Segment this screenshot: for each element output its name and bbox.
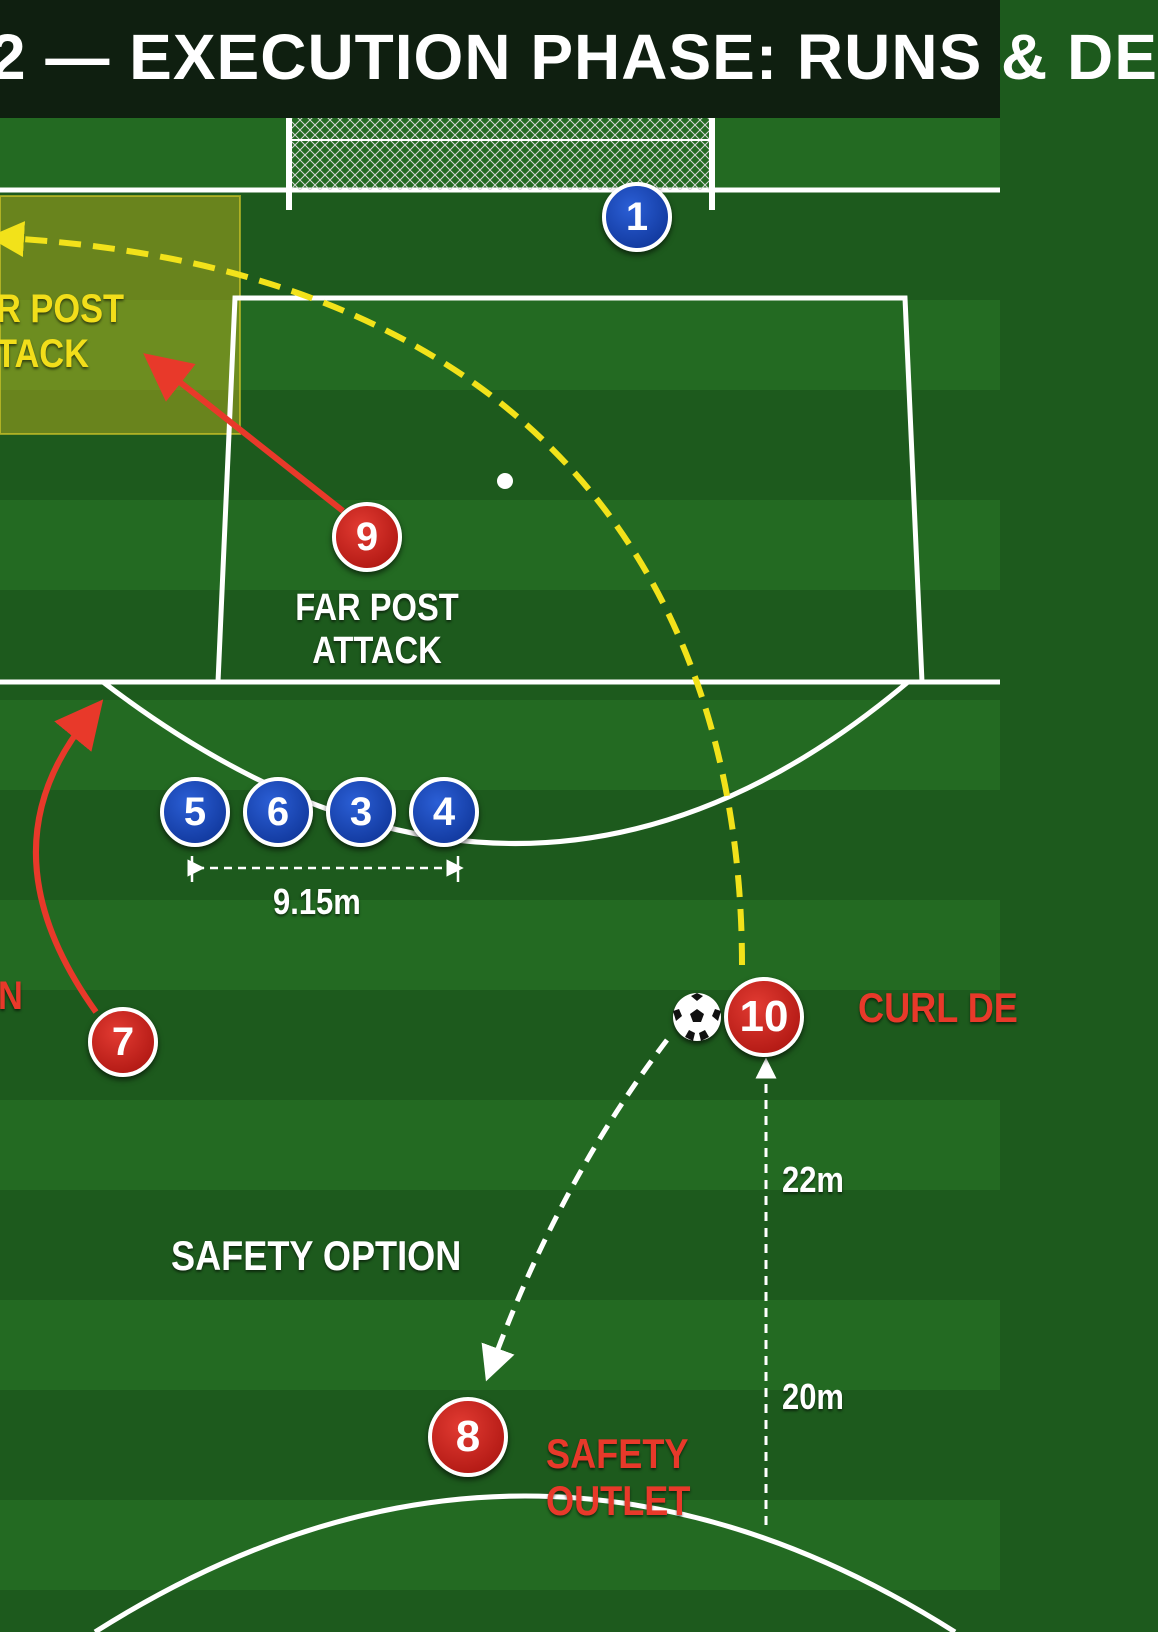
penalty-arc (101, 680, 910, 846)
curl-label-partial: CURL DE (858, 984, 1018, 1031)
football-icon[interactable] (673, 993, 721, 1041)
attacker-7-token[interactable]: 7 (88, 1007, 158, 1077)
zone-label-line2: TACK (0, 331, 89, 376)
taker-10-token[interactable]: 10 (724, 977, 804, 1057)
wall-player-token[interactable]: 3 (326, 777, 396, 847)
run-label-partial: N (0, 974, 23, 1018)
safety-outlet-line2: OUTLET (546, 1477, 691, 1525)
pass-arrow-to-8 (481, 1038, 669, 1382)
centre-circle (93, 1493, 957, 1632)
goal (286, 110, 715, 210)
run-arrow-9 (143, 353, 345, 514)
pitch-diagram (0, 110, 1000, 1632)
far-post-attack-label: FAR POST ATTACK (291, 587, 463, 672)
far-post-attack-line2: ATTACK (312, 629, 442, 672)
safety-option-label: SAFETY OPTION (171, 1232, 462, 1279)
run-arrow-7 (32, 699, 104, 1014)
distance-22m-label: 22m (782, 1159, 844, 1200)
penalty-box (215, 295, 925, 683)
distance-20m-label: 20m (782, 1376, 844, 1417)
far-post-attack-line1: FAR POST (295, 587, 459, 629)
far-post-zone-label: R POST TACK (0, 287, 124, 377)
safety-8-token[interactable]: 8 (428, 1397, 508, 1477)
page-title: 2 — EXECUTION PHASE: RUNS & DE (0, 21, 1158, 93)
zone-label-line1: R POST (0, 287, 125, 331)
wall-distance-label: 9.15m (273, 881, 361, 922)
safety-outlet-label: SAFETY OUTLET (546, 1430, 690, 1524)
wall-player-token[interactable]: 6 (243, 777, 313, 847)
ball-flight-path (0, 221, 745, 966)
penalty-spot (497, 473, 513, 489)
title-bar: 2 — EXECUTION PHASE: RUNS & DE (0, 0, 1157, 118)
attacker-9-token[interactable]: 9 (332, 502, 402, 572)
goalkeeper-token[interactable]: 1 (602, 182, 672, 252)
safety-outlet-line1: SAFETY (546, 1430, 689, 1477)
wall-player-token[interactable]: 5 (160, 777, 230, 847)
wall-player-token[interactable]: 4 (409, 777, 479, 847)
